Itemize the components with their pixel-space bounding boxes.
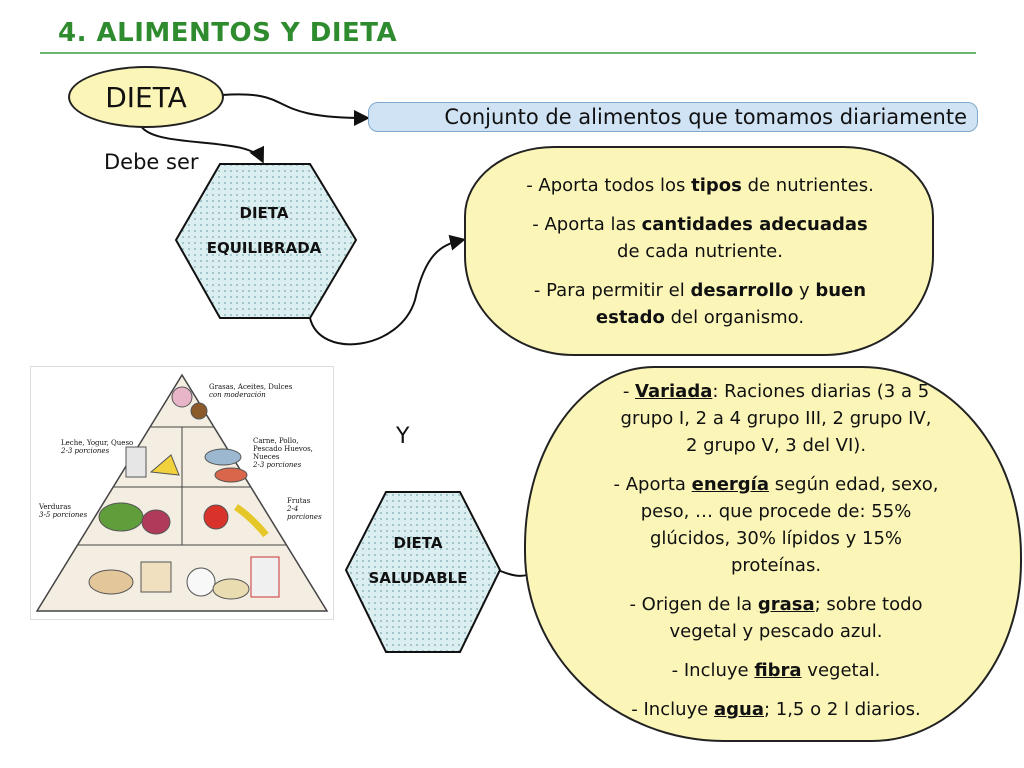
saludable-text: Variada — [635, 381, 713, 402]
saludable-text: - Incluye — [631, 699, 714, 720]
equilibrada-line1: DIETA — [239, 204, 289, 222]
equilibrada-points: - Aporta todos los tipos de nutrientes.-… — [480, 172, 920, 331]
saludable-text: glúcidos, 30% lípidos y 15% — [649, 528, 903, 549]
equilibrada-line: - Aporta todos los tipos de nutrientes. — [480, 172, 920, 199]
equilibrada-text: cantidades adecuadas — [641, 214, 868, 235]
pyr-level-fats: Grasas, Aceites, Dulces con moderación — [209, 383, 293, 399]
equilibrada-text: desarrollo — [690, 280, 794, 301]
pyr-level-vegetables: Verduras 3-5 porciones — [39, 503, 88, 519]
definition-text: Conjunto de alimentos que tomamos diaria… — [444, 105, 967, 129]
page-title: 4. ALIMENTOS Y DIETA — [58, 18, 398, 48]
equilibrada-text: estado — [595, 307, 665, 328]
debe-ser-label: Debe ser — [104, 150, 199, 174]
saludable-line: glúcidos, 30% lípidos y 15% — [556, 525, 996, 552]
equilibrada-text: tipos — [691, 175, 742, 196]
saludable-text: peso, … que procede de: 55% — [640, 501, 912, 522]
equilibrada-text: y — [793, 280, 816, 301]
equilibrada-line: - Para permitir el desarrollo y buen — [480, 277, 920, 304]
saludable-line: proteínas. — [556, 552, 996, 579]
saludable-text: energía — [691, 474, 769, 495]
saludable-line: vegetal y pescado azul. — [556, 618, 996, 645]
pyr-level-dairy: Leche, Yogur, Queso 2-3 porciones — [61, 439, 134, 455]
arrow-dieta-to-equilibrada — [139, 123, 264, 164]
saludable-text: 2 grupo V, 3 del VI). — [685, 435, 867, 456]
saludable-line: 2 grupo V, 3 del VI). — [556, 432, 996, 459]
saludable-text: fibra — [754, 660, 802, 681]
equilibrada-text: buen — [815, 280, 867, 301]
saludable-line1: DIETA — [393, 534, 443, 552]
equilibrada-text: del organismo. — [664, 307, 805, 328]
saludable-text: ; sobre todo — [814, 594, 923, 615]
arrow-dieta-to-definition — [221, 93, 370, 126]
hexagon-saludable — [344, 491, 502, 653]
saludable-line: - Incluye fibra vegetal. — [556, 657, 996, 684]
saludable-line: grupo I, 2 a 4 grupo III, 2 grupo IV, — [556, 405, 996, 432]
saludable-text: - Incluye — [671, 660, 755, 681]
arrow-equilibrada-to-bubble — [309, 234, 466, 346]
saludable-line: - Origen de la grasa; sobre todo — [556, 591, 996, 618]
saludable-text: vegetal y pescado azul. — [669, 621, 883, 642]
pyr-level-fruits: Frutas 2-4 porciones — [287, 497, 322, 521]
saludable-text: - Aporta — [613, 474, 692, 495]
saludable-text: agua — [713, 699, 764, 720]
equilibrada-text: de cada nutriente. — [617, 241, 783, 262]
hexagon-equilibrada — [174, 163, 358, 319]
saludable-text: según edad, sexo, — [768, 474, 939, 495]
equilibrada-line: de cada nutriente. — [480, 238, 920, 265]
saludable-text: grasa — [757, 594, 815, 615]
saludable-line2: SALUDABLE — [368, 569, 468, 587]
food-pyramid-illustration — [35, 373, 329, 612]
equilibrada-bubble — [464, 146, 934, 356]
saludable-text: - Origen de la — [629, 594, 758, 615]
equilibrada-hex-label: DIETA EQUILIBRADA — [178, 196, 350, 266]
equilibrada-line2: EQUILIBRADA — [206, 239, 322, 257]
dieta-oval: DIETA — [68, 66, 224, 128]
definition-box: Conjunto de alimentos que tomamos diaria… — [368, 102, 978, 132]
saludable-line: - Incluye agua; 1,5 o 2 l diarios. — [556, 696, 996, 723]
saludable-line: peso, … que procede de: 55% — [556, 498, 996, 525]
saludable-bubble — [524, 366, 1022, 742]
equilibrada-text: - Aporta todos los — [526, 175, 692, 196]
saludable-points: - Variada: Raciones diarias (3 a 5 grupo … — [556, 378, 996, 723]
pyr-level-protein: Carne, Pollo, Pescado Huevos, Nueces 2-3… — [253, 437, 313, 469]
equilibrada-text: - Para permitir el — [533, 280, 691, 301]
title-underline — [40, 52, 976, 54]
saludable-text: vegetal. — [801, 660, 881, 681]
saludable-line: - Aporta energía según edad, sexo, — [556, 471, 996, 498]
saludable-text: ; 1,5 o 2 l diarios. — [763, 699, 921, 720]
saludable-text: proteínas. — [730, 555, 822, 576]
food-pyramid-image: Grasas, Aceites, Dulces con moderación L… — [30, 366, 334, 620]
dieta-oval-label: DIETA — [105, 80, 187, 114]
equilibrada-line: - Aporta las cantidades adecuadas — [480, 211, 920, 238]
saludable-text: grupo I, 2 a 4 grupo III, 2 grupo IV, — [620, 408, 932, 429]
equilibrada-text: - Aporta las — [532, 214, 642, 235]
y-connector-label: Y — [396, 424, 410, 449]
saludable-line: - Variada: Raciones diarias (3 a 5 — [556, 378, 996, 405]
saludable-text: - — [622, 381, 636, 402]
equilibrada-line: estado del organismo. — [480, 304, 920, 331]
equilibrada-text: de nutrientes. — [741, 175, 874, 196]
saludable-hex-label: DIETA SALUDABLE — [346, 526, 490, 596]
saludable-text: : Raciones diarias (3 a 5 — [712, 381, 930, 402]
